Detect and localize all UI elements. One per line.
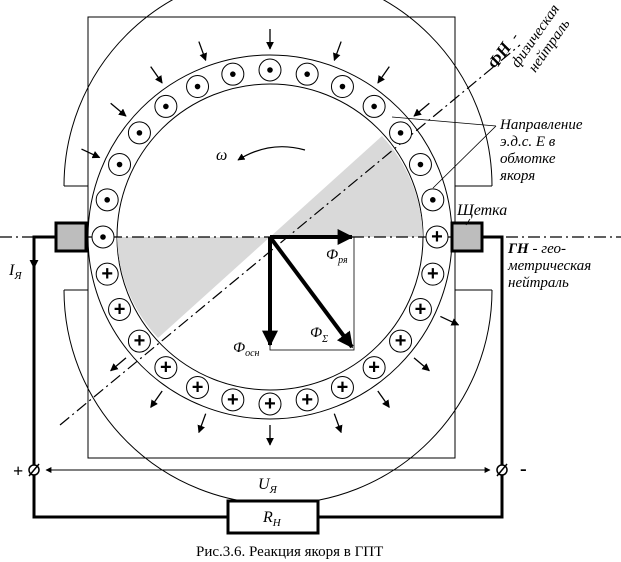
- conductor-plus: +: [186, 375, 210, 399]
- current-label: IЯ: [8, 262, 22, 282]
- minus-terminal-label: -: [520, 458, 527, 480]
- field-arrow-upper: [413, 102, 430, 117]
- load-resistor: [226, 499, 320, 535]
- svg-text:+: +: [431, 226, 443, 248]
- conductor-plus: +: [221, 388, 245, 412]
- minus-terminal: [496, 463, 508, 477]
- brush-label: Щетка: [456, 202, 507, 219]
- conductor-plus: +: [258, 392, 282, 416]
- left-brush: [54, 221, 88, 253]
- field-arrow-lower: [413, 357, 430, 372]
- svg-text:+: +: [395, 330, 407, 352]
- svg-text:э.д.с. Е в: э.д.с. Е в: [500, 134, 556, 150]
- field-arrow-upper: [333, 41, 342, 62]
- armature-conductors: ++++++++++++++: [91, 58, 449, 416]
- plus-terminal: [28, 463, 40, 477]
- phi-sigma-arrow: [268, 235, 354, 349]
- field-arrow-upper: [198, 41, 207, 62]
- svg-text:+: +: [427, 263, 439, 285]
- field-arrow-lower: [197, 413, 207, 434]
- conductor-plus: +: [389, 329, 413, 353]
- right-brush: [450, 221, 484, 253]
- field-arrow-upper: [377, 66, 390, 84]
- svg-text:+: +: [192, 376, 204, 398]
- figure-caption: Рис.3.6. Реакция якоря в ГПТ: [196, 544, 383, 560]
- svg-text:+: +: [134, 330, 146, 352]
- conductor-dot: [408, 153, 432, 177]
- conductor-dot: [295, 62, 319, 86]
- conductor-plus: +: [330, 375, 354, 399]
- svg-text:+: +: [160, 357, 172, 379]
- field-arrow-upper: [150, 66, 163, 84]
- conductor-dot: [389, 121, 413, 145]
- svg-text:+: +: [227, 389, 239, 411]
- svg-text:+: +: [301, 389, 313, 411]
- svg-text:+: +: [264, 393, 276, 415]
- conductor-plus: +: [408, 297, 432, 321]
- field-arrow-lower: [150, 390, 163, 409]
- conductor-dot: [91, 225, 115, 249]
- geometric-neutral-label-line2: метрическая: [507, 258, 591, 274]
- field-arrow-upper: [81, 148, 101, 159]
- conductor-plus: +: [108, 297, 132, 321]
- conductor-plus: +: [425, 225, 449, 249]
- geometric-neutral-label: ГН - гео-: [507, 241, 566, 257]
- svg-text:+: +: [415, 298, 427, 320]
- plus-terminal-label: +: [13, 461, 23, 481]
- rotation-arrow: [237, 146, 306, 161]
- svg-text:+: +: [368, 357, 380, 379]
- conductor-dot: [108, 153, 132, 177]
- voltage-label: UЯ: [258, 476, 278, 496]
- conductor-dot: [362, 94, 386, 118]
- conductor-dot: [95, 188, 119, 212]
- conductor-plus: +: [295, 388, 319, 412]
- conductor-dot: [127, 121, 151, 145]
- brush-pointer: [465, 218, 471, 226]
- phi-osn-label: Фосн: [233, 340, 260, 359]
- shaded-sector-upper-right: [270, 136, 423, 237]
- emf-pointer-plus: [432, 125, 497, 189]
- phi-ra-label: Фря: [326, 247, 348, 266]
- conductor-dot: [330, 75, 354, 99]
- field-arrow-lower: [377, 390, 390, 409]
- svg-text:обмотке: обмотке: [500, 151, 556, 167]
- physical-neutral-label: ФН - физическая нейтраль: [484, 0, 579, 92]
- conductor-dot: [154, 94, 178, 118]
- svg-text:+: +: [101, 263, 113, 285]
- flux-vectors: [262, 229, 355, 351]
- conductor-plus: +: [127, 329, 151, 353]
- phi-sigma-label: ФΣ: [310, 325, 328, 345]
- geometric-neutral-label-line3: нейтраль: [508, 275, 569, 291]
- svg-text:+: +: [114, 298, 126, 320]
- conductor-plus: +: [95, 262, 119, 286]
- conductor-dot: [258, 58, 282, 82]
- field-arrow-lower: [440, 315, 460, 326]
- shaded-sector-lower-left: [117, 237, 270, 338]
- field-arrow-lower: [110, 357, 127, 372]
- conductor-plus: +: [362, 356, 386, 380]
- field-arrows: [81, 29, 460, 446]
- external-circuit: [32, 235, 504, 519]
- stator-yoke: [87, 16, 456, 459]
- emf-direction-label: Направление э.д.с. Е в обмотке якоря: [499, 117, 583, 184]
- conductor-dot: [421, 188, 445, 212]
- emf-pointer-dot: [391, 116, 497, 127]
- physical-neutral-line: [59, 44, 521, 426]
- field-arrow-lower: [333, 413, 343, 434]
- svg-text:+: +: [337, 376, 349, 398]
- conductor-plus: +: [421, 262, 445, 286]
- conductor-plus: +: [154, 356, 178, 380]
- svg-text:Направление: Направление: [499, 117, 583, 133]
- conductor-dot: [221, 62, 245, 86]
- conductor-dot: [186, 75, 210, 99]
- svg-text:якоря: якоря: [499, 168, 535, 184]
- field-arrow-upper: [110, 102, 127, 117]
- omega-label: ω: [216, 147, 227, 164]
- resistor-label: RН: [262, 509, 282, 529]
